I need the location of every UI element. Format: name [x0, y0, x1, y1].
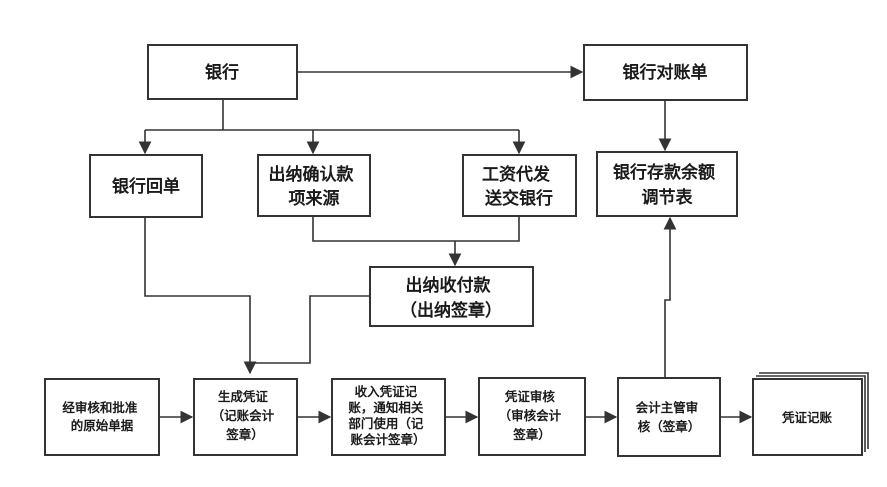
node-original-docs-label: 经审核和批准 的原始单据 [62, 400, 141, 433]
node-cashier-pay-label: 出纳收付款 （出纳签章） [400, 275, 502, 321]
box-cashier-pay [369, 266, 534, 327]
box-statement [583, 44, 748, 101]
box-posting [752, 378, 863, 456]
node-bank-label: 银行 [205, 62, 239, 83]
node-statement-label: 银行对账单 [623, 62, 708, 83]
box-receive-voucher [331, 378, 446, 456]
node-receipt-label: 银行回单 [112, 176, 180, 197]
box-cashier-confirm [257, 154, 371, 217]
box-supervisor [617, 377, 721, 457]
node-cashier-confirm-label: 出纳确认款 项来源 [269, 164, 360, 209]
node-posting-label: 凭证记账 [781, 410, 833, 425]
node-supervisor-label: 会计主管审 核（签章） [636, 400, 703, 434]
box-voucher [193, 378, 298, 456]
box-reconcile [596, 151, 738, 217]
connectors [138, 65, 753, 424]
node-voucher-label: 生成凭证 （记账会计 签章） [212, 389, 279, 442]
box-payroll [462, 154, 577, 217]
box-voucher-audit [478, 377, 586, 456]
edge-cashier-pay-to-voucher [250, 295, 370, 364]
posting-stack-edge [756, 372, 869, 452]
node-reconcile-label: 银行存款余额 调节表 [613, 162, 721, 208]
box-receipt [89, 154, 203, 218]
box-original-docs [44, 378, 160, 456]
edge-supervisor-to-reconcile [663, 216, 677, 378]
labels: 银行 银行对账单 银行回单 出纳确认款 项来源 工资代发 送交银行 银行存款余额… [62, 62, 832, 447]
edge-receipt-to-voucher [144, 217, 257, 375]
edge-confirm-payroll-to-cashier-pay [312, 216, 520, 265]
node-payroll-label: 工资代发 送交银行 [482, 164, 556, 209]
node-voucher-audit-label: 凭证审核 （审核会计 签章） [499, 389, 566, 442]
boxes [44, 44, 869, 457]
node-receive-voucher-label: 收入凭证记 账，通知相关 部门使用（记 账会计签章） [348, 384, 427, 447]
box-bank [147, 44, 298, 100]
edge-bank-trunk [145, 99, 519, 131]
